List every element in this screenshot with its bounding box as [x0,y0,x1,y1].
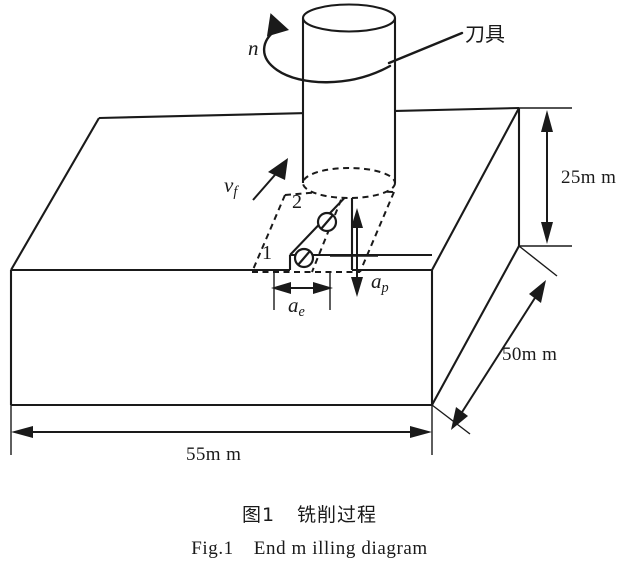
cut-position-markers [293,211,338,269]
feed-direction-arrow [252,158,288,201]
depth-dimension-label: 50m m [502,344,558,365]
ae-arrowhead-left [271,282,291,294]
ap-arrowhead-top [351,208,363,228]
rotation-arrow-curve [262,28,392,84]
rotation-arrow [262,13,392,84]
width-arrowhead-right [410,426,432,438]
radial-depth-subscript: e [298,303,305,320]
cutter-body-fill [303,18,395,198]
depth-arrowhead-bottom [451,407,468,430]
depth-dimension [431,245,558,435]
width-dimension [10,405,433,455]
ae-arrowhead-right [313,282,333,294]
tool-label: 刀具 [465,22,505,46]
width-dimension-label: 55m m [186,444,242,465]
cutter-bottom-ellipse [302,167,396,199]
figure-title-cn: 铣削过程 [297,504,378,526]
ap-arrowhead-bottom [351,277,363,297]
feed-symbol: v [224,173,234,197]
depth-arrowhead-top [529,280,546,303]
depth-extension-bottom [431,404,471,435]
position-label-2: 2 [292,191,302,213]
position-label-1: 1 [262,242,272,264]
figure-caption-en: Fig.1 End m illing diagram [0,538,619,560]
axial-depth-label: ap [371,269,389,296]
toolpath-left-edge-1 [251,194,286,273]
rotation-label: n [248,36,259,60]
height-dimension [519,107,572,247]
tool-leader [387,31,464,65]
figure-caption-cn: 图1 铣削过程 [0,500,619,527]
radial-depth-symbol: a [288,293,299,317]
feed-arrowhead [268,158,288,180]
position-marker-2-slash [320,214,334,230]
cutter-top-ellipse [301,3,397,33]
axial-depth-subscript: p [381,279,389,296]
height-dimension-label: 25m m [561,167,617,188]
tool-leader-line [387,31,464,65]
feed-subscript: f [233,183,238,200]
workpiece-right-face [432,108,519,405]
figure-number-cn: 图1 [241,504,276,526]
figure-number-en: Fig.1 [191,538,234,559]
feed-label: vf [224,173,238,200]
radial-depth-label: ae [288,293,305,320]
axial-depth-dimension [330,208,378,297]
radial-depth-dimension [271,272,333,310]
height-arrowhead-bottom [541,222,553,244]
position-marker-1-slash [297,250,311,266]
height-arrowhead-top [541,110,553,132]
axial-depth-symbol: a [371,269,382,293]
rotation-arrowhead [266,13,290,37]
depth-dimension-line [456,289,541,421]
workpiece-top-left-edge [10,117,100,271]
workpiece-top-right-edge [431,107,520,271]
depth-extension-top [518,245,558,277]
width-arrowhead-left [11,426,33,438]
workpiece-front-face [11,270,432,405]
milling-cutter-cylinder [301,3,397,199]
figure-title-en: End m illing diagram [253,538,428,559]
workpiece-right-bottom-edge [431,245,520,406]
toolpath-right-edge [359,191,395,273]
